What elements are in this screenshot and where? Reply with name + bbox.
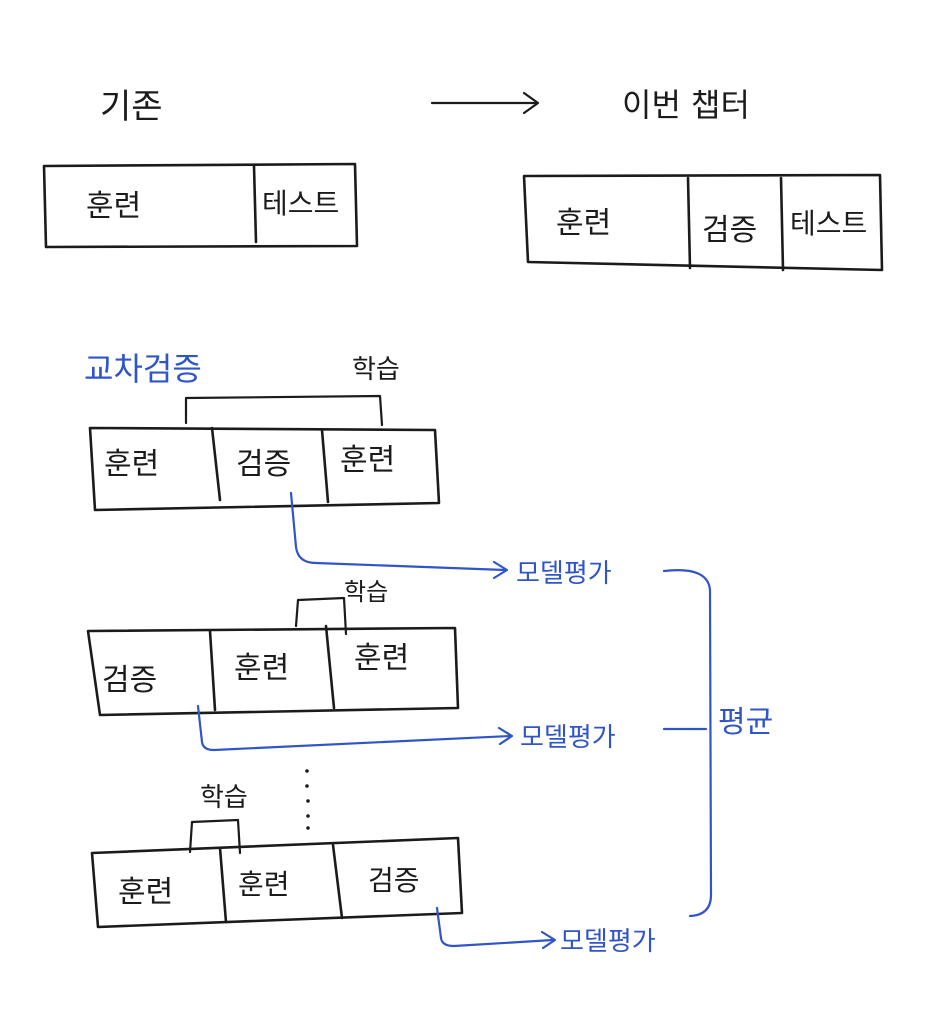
fold-3: 학습 훈련 훈련 검증 모델평가: [90, 783, 656, 957]
cv-title: 교차검증: [84, 350, 202, 388]
before-label: 기존: [100, 87, 163, 127]
average-label: 평균: [718, 705, 773, 740]
fold-1-learn-bracket: [184, 394, 384, 427]
fold-2-learn-bracket: [294, 596, 348, 636]
fold-2-learn-label: 학습: [344, 578, 388, 606]
before-split-box: 훈련 테스트: [42, 162, 359, 249]
fold-3-eval-arrow: [435, 906, 555, 948]
fold-3-learn-label: 학습: [200, 783, 248, 813]
fold-3-cell-1: 훈련: [118, 875, 173, 910]
more-folds-ellipsis: [305, 769, 310, 830]
fold-2-cell-3: 훈련: [354, 641, 409, 676]
fold-2-eval-label: 모델평가: [520, 723, 616, 753]
fold-2-cell-2: 훈련: [234, 651, 289, 686]
fold-3-cell-3: 검증: [368, 864, 420, 897]
fold-3-eval-label: 모델평가: [560, 927, 656, 957]
fold-2-cell-1: 검증: [102, 663, 157, 698]
arrow-right-icon: [430, 91, 540, 115]
average-brace: [662, 569, 713, 918]
fold-1: 학습 훈련 검증 훈련 모델평가: [88, 355, 612, 589]
after-split-box: 훈련 검증 테스트: [522, 173, 884, 272]
before-cell-train: 훈련: [86, 189, 141, 224]
before-cell-test: 테스트: [262, 187, 339, 220]
after-cell-test: 테스트: [790, 207, 867, 240]
fold-1-eval-arrow: [289, 491, 507, 572]
fold-1-learn-label: 학습: [352, 355, 400, 385]
after-cell-train: 훈련: [556, 206, 611, 241]
fold-1-cell-1: 훈련: [104, 447, 159, 482]
fold-3-cell-2: 훈련: [238, 868, 290, 901]
fold-1-cell-2: 검증: [236, 447, 291, 482]
fold-1-eval-label: 모델평가: [516, 559, 612, 589]
fold-2-eval-arrow: [196, 704, 512, 752]
after-label: 이번 챕터: [622, 86, 750, 124]
after-cell-val: 검증: [702, 213, 757, 248]
fold-2: 학습 검증 훈련 훈련 모델평가: [86, 578, 616, 753]
fold-3-learn-bracket: [188, 818, 242, 855]
fold-1-cell-3: 훈련: [340, 443, 395, 478]
